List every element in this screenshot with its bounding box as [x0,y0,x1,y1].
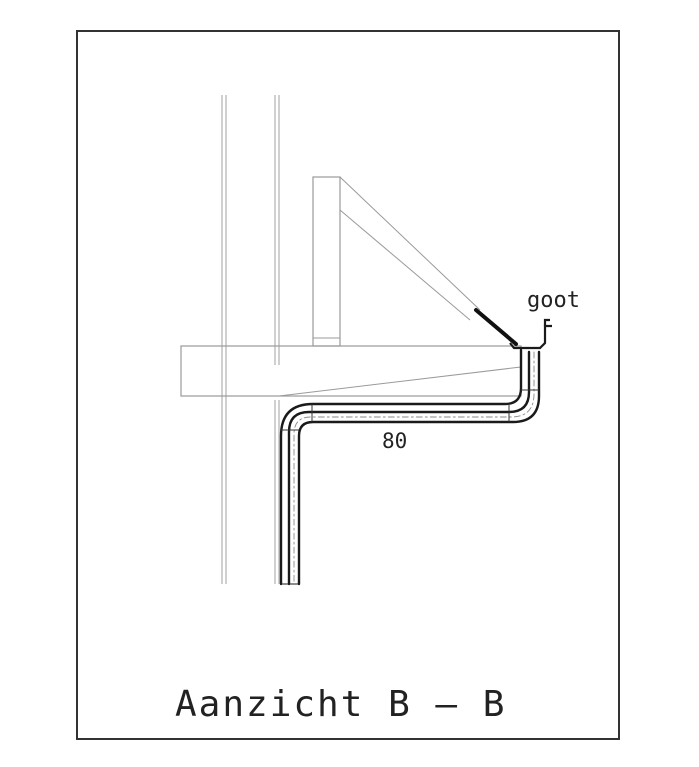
roof-flashing [474,308,518,346]
slab-slope-line [278,366,522,397]
drain-pipe [279,348,541,586]
wall-lines [221,95,280,584]
drawing-frame [76,30,620,740]
bracket-post [312,176,341,347]
dimension-label: 80 [382,429,407,453]
pipe-joints [281,389,539,431]
gutter-label: goot [527,288,580,313]
diagonal-brace [339,176,481,321]
floor-beam [180,345,522,397]
gutter-profile [509,318,552,350]
drawing-title: Aanzicht B – B [175,684,506,725]
